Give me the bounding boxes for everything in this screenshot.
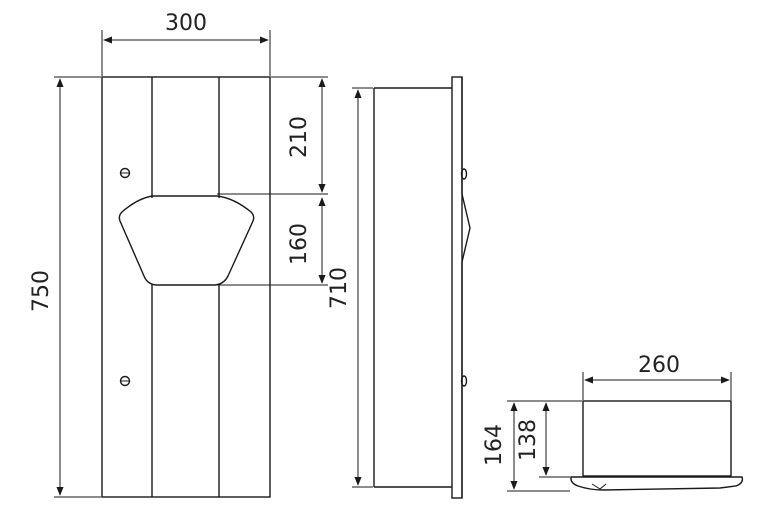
dim-bottom-total-depth-label: 164 — [482, 424, 507, 466]
dim-front-width: 300 — [101, 11, 271, 76]
dispenser-opening — [118, 195, 255, 286]
side-front-panel — [451, 76, 463, 499]
dim-bottom-width-label: 260 — [638, 353, 680, 378]
bottom-body — [582, 400, 732, 477]
dim-opening-height-label: 160 — [287, 223, 312, 265]
dim-bottom-width: 260 — [582, 353, 732, 400]
bottom-front-panel — [570, 476, 744, 491]
dim-upper-section-label: 210 — [287, 116, 312, 158]
dim-opening-height: 160 — [216, 197, 328, 286]
dim-bottom-body-depth: 138 — [516, 402, 570, 478]
dim-upper-section: 210 — [217, 76, 328, 195]
side-lock-icon — [460, 375, 468, 387]
dim-front-width-label: 300 — [165, 11, 207, 36]
side-view — [373, 76, 471, 499]
side-front-profile — [461, 77, 471, 498]
side-lock-icon — [460, 168, 468, 180]
lock-icon — [119, 375, 131, 387]
dim-side-height: 710 — [327, 87, 373, 488]
dim-bottom-body-depth-label: 138 — [516, 419, 541, 461]
front-panel-outline — [101, 76, 271, 498]
dim-front-height: 750 — [29, 76, 101, 498]
dim-front-height-label: 750 — [29, 270, 54, 312]
bottom-panel-detail — [591, 483, 607, 490]
front-view — [101, 76, 271, 498]
lock-icon — [119, 167, 131, 179]
dim-bottom-total-depth: 164 — [482, 400, 582, 492]
dim-side-height-label: 710 — [327, 267, 352, 309]
bottom-view — [570, 400, 744, 491]
